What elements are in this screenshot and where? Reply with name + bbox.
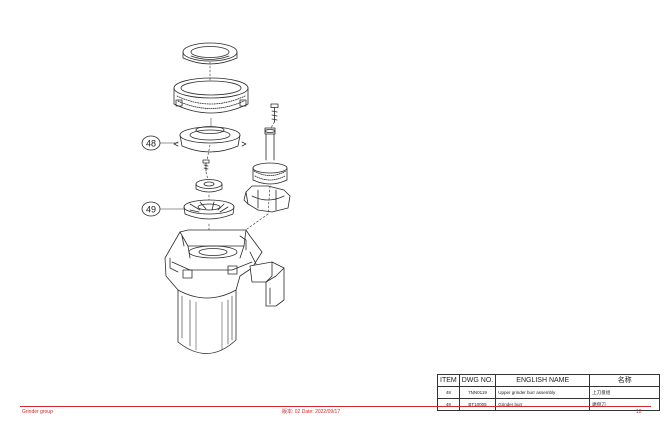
burr-screw-part <box>202 159 210 172</box>
upper-burr-carrier-part <box>173 126 247 153</box>
header-dwg-no: DWG NO. <box>458 374 497 387</box>
grinder-side-spout <box>249 261 285 307</box>
footer-version-date: 版本: 02 Date: 2022/09/17 <box>282 409 341 415</box>
footer-page-number: 12 <box>636 409 642 415</box>
footer-group-name: Grinder group <box>22 409 53 415</box>
parts-table-header-row: ITEM DWG NO. ENGLISH NAME 名称 <box>437 374 661 387</box>
cell-chinese-name: 上刀盘组 <box>589 386 661 399</box>
header-item: ITEM <box>437 374 460 387</box>
cell-dwg-no: 7NN0119 <box>458 386 497 399</box>
lower-bracket-part <box>243 185 291 213</box>
cell-dwg-no: BT10005 <box>458 398 497 411</box>
callout-49-marker <box>141 201 185 217</box>
cell-item: 48 <box>437 386 460 399</box>
parts-list-table: ITEM DWG NO. ENGLISH NAME 名称 48 7NN0119 … <box>437 374 661 411</box>
washer-part <box>195 179 223 193</box>
header-english-name: ENGLISH NAME <box>495 374 591 387</box>
grinder-burr-part <box>183 199 235 220</box>
callout-48-label: 48 <box>146 139 156 149</box>
cell-chinese-name: 磨盘刀 <box>589 398 661 411</box>
cell-english-name: Grinder burr <box>495 398 591 411</box>
table-row: 49 BT10005 Grinder burr 磨盘刀 <box>437 398 661 411</box>
footer-divider <box>20 406 651 407</box>
top-ring-part <box>182 42 238 65</box>
cell-english-name: Upper grinder burr assembly <box>495 386 591 399</box>
cell-item: 49 <box>437 398 460 411</box>
header-chinese-name: 名称 <box>589 374 661 387</box>
drive-shaft-gear-part <box>252 127 288 185</box>
adjustment-ring-part <box>173 77 249 114</box>
table-row: 48 7NN0119 Upper grinder burr assembly 上… <box>437 386 661 399</box>
callout-48-marker <box>141 135 179 151</box>
callout-49-label: 49 <box>146 205 156 215</box>
grinder-body-housing <box>164 229 263 354</box>
shaft-screw-part <box>270 103 279 123</box>
